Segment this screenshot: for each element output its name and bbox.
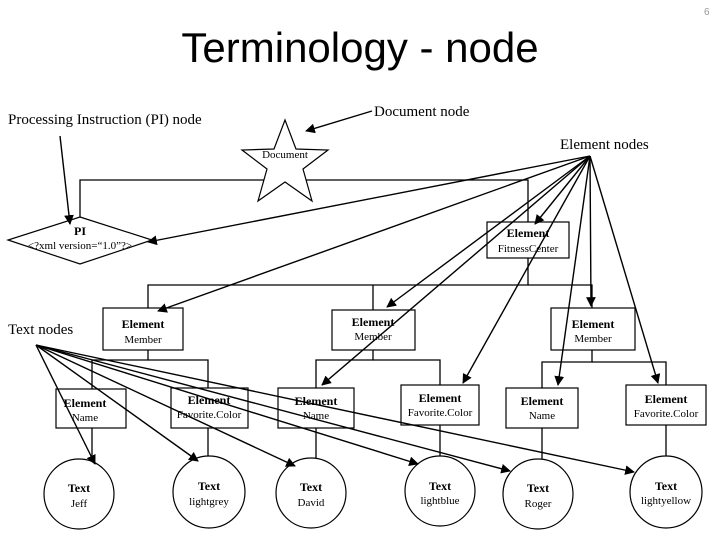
favoritecolor-element-node: Element Favorite.Color (170, 387, 249, 429)
text-6-type: Text (655, 479, 677, 493)
fitnesscenter-type: Element (507, 226, 550, 240)
leaf-1-name: Name (72, 412, 98, 424)
document-node-text: Document (262, 149, 308, 161)
text-node: Text David (275, 457, 347, 529)
pi-node-value: <?xml version=“1.0”?> (28, 240, 132, 252)
leaf-5-type: Element (521, 394, 564, 408)
name-element-node: Element Name (505, 387, 579, 429)
pi-node-type: PI (74, 224, 86, 238)
text-5-value: Roger (525, 498, 552, 510)
fitnesscenter-name: FitnessCenter (498, 243, 559, 255)
leaf-6-name: Favorite.Color (634, 408, 699, 420)
text-4-value: lightblue (420, 495, 459, 507)
leaf-2-type: Element (188, 393, 231, 407)
pi-node: PI <?xml version=“1.0”?> (6, 216, 154, 265)
element-nodes-label: Element nodes (560, 137, 649, 153)
favoritecolor-element-node: Element Favorite.Color (625, 384, 707, 426)
leaf-6-type: Element (645, 392, 688, 406)
member-3-type: Element (572, 317, 615, 331)
leaf-4-name: Favorite.Color (408, 407, 473, 419)
name-element-node: Element Name (55, 388, 127, 429)
leaf-3-type: Element (295, 394, 338, 408)
leaf-3-name: Name (303, 410, 329, 422)
page-title: Terminology - node (181, 24, 538, 71)
text-1-type: Text (68, 481, 90, 495)
text-node: Text lightyellow (629, 455, 703, 529)
fitnesscenter-element-node: Element FitnessCenter (486, 221, 570, 259)
tree-edges (79, 173, 667, 461)
text-6-value: lightyellow (641, 495, 691, 507)
leaf-1-type: Element (64, 396, 107, 410)
favoritecolor-element-node: Element Favorite.Color (400, 384, 480, 426)
name-element-node: Element Name (277, 387, 355, 429)
text-node: Text lightblue (404, 455, 476, 527)
text-1-value: Jeff (71, 498, 88, 510)
pi-node-label: Processing Instruction (PI) node (8, 112, 202, 128)
text-nodes-label: Text nodes (8, 322, 73, 338)
member-1-type: Element (122, 317, 165, 331)
slide-number: 6 (704, 7, 710, 18)
text-2-type: Text (198, 479, 220, 493)
text-node: Text Jeff (43, 458, 115, 530)
text-3-value: David (298, 497, 325, 509)
member-element-node: Element Member (102, 307, 184, 351)
text-4-type: Text (429, 479, 451, 493)
member-2-type: Element (352, 315, 395, 329)
member-element-node: Element Member (550, 307, 636, 351)
leaf-5-name: Name (529, 410, 555, 422)
member-3-name: Member (574, 333, 612, 345)
text-node: Text Roger (502, 458, 574, 530)
document-node: Document (240, 118, 330, 203)
leaf-4-type: Element (419, 391, 462, 405)
text-node: Text lightgrey (172, 455, 246, 529)
document-node-label: Document node (374, 104, 470, 120)
member-1-name: Member (124, 334, 162, 346)
text-5-type: Text (527, 481, 549, 495)
text-3-type: Text (300, 480, 322, 494)
annotation-arrows (35, 110, 661, 475)
text-2-value: lightgrey (189, 496, 229, 508)
